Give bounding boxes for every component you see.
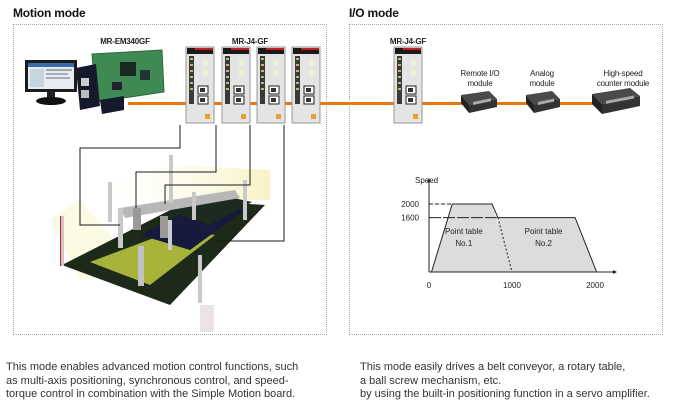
x-axis-arrow (613, 270, 617, 274)
wire (216, 125, 285, 242)
servo-amplifier-icon (256, 46, 286, 124)
wire (135, 125, 217, 210)
remote-io-module-label: Remote I/O module (450, 69, 510, 89)
analog-module-label: Analog module (517, 69, 567, 89)
xy-stage-machine-illustration (50, 125, 285, 332)
servo-amplifier (185, 46, 215, 129)
description-line: This mode easily drives a belt conveyor,… (360, 361, 626, 373)
io-mode-title: I/O mode (349, 6, 399, 20)
servo-amplifier-icon (185, 46, 215, 124)
high-speed-counter-module-label: High-speed counter module (583, 69, 663, 89)
io-mode-panel (349, 24, 663, 335)
x-tick-label: 2000 (586, 281, 604, 290)
point-table-1-decel-dashed (497, 217, 513, 273)
motion-mode-panel (13, 24, 327, 335)
description-line: torque control in combination with the S… (6, 388, 296, 400)
wire (164, 125, 251, 204)
y-axis-arrow (427, 178, 431, 182)
module-label-line2: module (467, 79, 493, 88)
module-label-line1: Analog (530, 69, 554, 78)
point-table-1-line (431, 203, 499, 273)
description-line: by using the built-in positioning functi… (360, 388, 650, 400)
point-table-2-area (497, 217, 597, 272)
analog-module-icon (526, 91, 560, 113)
y-axis-label: Speed (415, 176, 438, 185)
module-label-line2: module (529, 79, 555, 88)
series-label: Point table (525, 227, 563, 236)
servo-amplifier (221, 46, 251, 129)
motion-mode-description: This mode enables advanced motion contro… (6, 361, 336, 402)
series-label: Point table (445, 227, 483, 236)
simple-motion-board-icon (76, 49, 165, 114)
module-label-line1: Remote I/O (460, 69, 500, 78)
series-label: No.2 (535, 239, 552, 248)
servo-amplifier (256, 46, 286, 129)
point-table-1-area (431, 204, 512, 272)
remote-io-module-icon (461, 91, 497, 113)
light-glow (80, 165, 270, 200)
x-tick-label: 1000 (503, 281, 521, 290)
description-line: This mode enables advanced motion contro… (6, 361, 299, 373)
high-speed-counter-module-icon (592, 88, 640, 114)
servo-amplifier (393, 46, 423, 129)
pc-monitor-icon (25, 60, 77, 105)
y-tick-label: 2000 (401, 200, 419, 209)
servo-amplifier-icon (221, 46, 251, 124)
description-line: a ball screw mechanism, etc. (360, 374, 502, 387)
amplifier-group-label: MR-J4-GF (231, 37, 269, 46)
servo-amplifier (291, 46, 321, 129)
wire (79, 125, 181, 226)
servo-amplifier-icon (291, 46, 321, 124)
board-label: MR-EM340GF (100, 37, 150, 46)
point-table-2-line (497, 217, 598, 273)
series-label: No.1 (455, 239, 472, 248)
x-tick-label: 0 (427, 281, 432, 290)
module-label-line1: High-speed (603, 69, 643, 78)
motion-mode-title: Motion mode (13, 6, 86, 20)
module-label-line2: counter module (596, 79, 650, 88)
y-tick-label: 1600 (401, 214, 419, 223)
description-line: as multi-axis positioning, synchronous c… (6, 374, 289, 387)
io-amplifier-label: MR-J4-GF (389, 37, 427, 46)
io-mode-description: This mode easily drives a belt conveyor,… (360, 361, 680, 402)
servo-amplifier-icon (393, 46, 423, 124)
